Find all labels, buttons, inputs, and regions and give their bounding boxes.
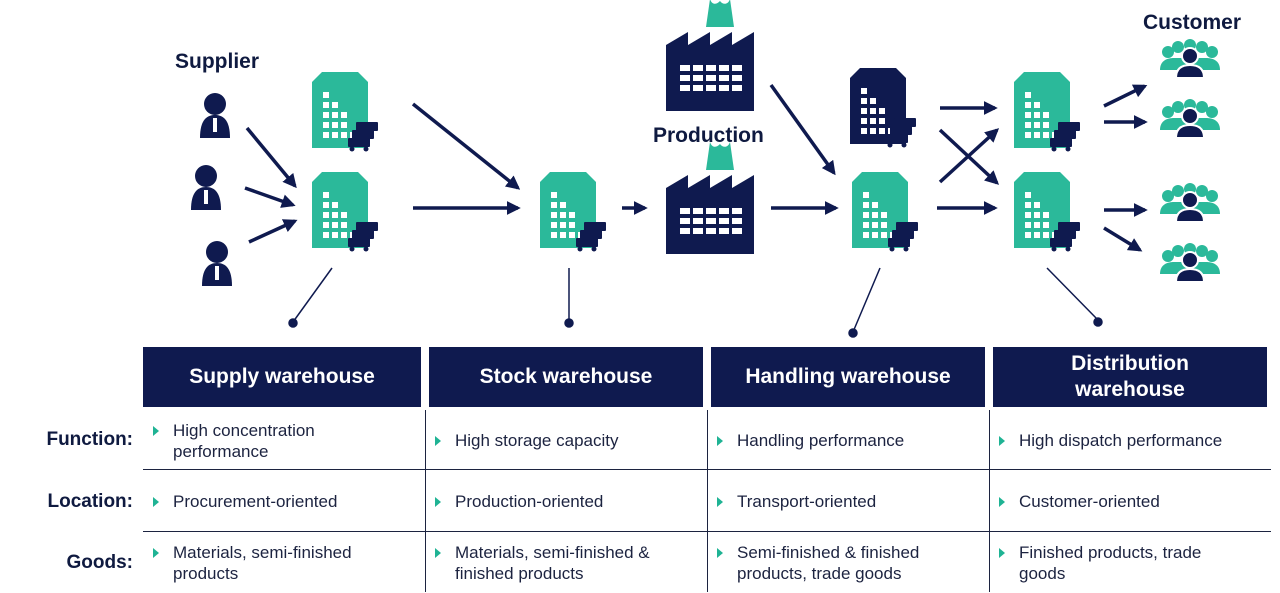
header-distribution-warehouse: Distribution warehouse (993, 347, 1267, 407)
supplier-person-icon (200, 93, 230, 138)
column-divider (707, 410, 708, 592)
row-label-function: Function: (46, 429, 133, 450)
column-divider (425, 410, 426, 592)
supply-warehouse-icon (312, 172, 378, 252)
row-label-goods: Goods: (66, 552, 134, 573)
distribution-warehouse-icon (1014, 72, 1080, 152)
row-label-location: Location: (47, 491, 134, 512)
customer-group-icon (1159, 242, 1221, 283)
goods-stock-cell: Materials, semi-finished & finished prod… (425, 542, 693, 584)
goods-supply-cell: Materials, semi-finished products (143, 542, 393, 584)
handling-warehouse-icon (850, 68, 916, 148)
function-stock-cell: High storage capacity (425, 430, 695, 451)
function-distribution-cell: High dispatch performance (989, 430, 1274, 451)
row-divider (143, 531, 1271, 532)
goods-handling-cell: Semi-finished & finished products, trade… (707, 542, 969, 584)
customer-group-icon (1159, 38, 1221, 79)
stock-warehouse-icon (540, 172, 606, 252)
flow-diagram (191, 0, 1221, 338)
supplier-person-icon (191, 165, 221, 210)
function-supply-cell: High concentration performance (143, 420, 373, 462)
supplier-label: Supplier (175, 50, 260, 73)
location-stock-cell: Production-oriented (425, 491, 695, 512)
goods-distribution-cell: Finished products, trade goods (989, 542, 1239, 584)
location-supply-cell: Procurement-oriented (143, 491, 413, 512)
handling-warehouse-icon (852, 172, 918, 252)
location-distribution-cell: Customer-oriented (989, 491, 1259, 512)
header-supply-warehouse: Supply warehouse (143, 347, 421, 407)
distribution-warehouse-icon (1014, 172, 1080, 252)
function-handling-cell: Handling performance (707, 430, 977, 451)
customer-group-icon (1159, 98, 1221, 139)
production-label: Production (653, 124, 764, 147)
supplier-person-icon (202, 241, 232, 286)
flow-arrows (244, 83, 1148, 252)
location-handling-cell: Transport-oriented (707, 491, 977, 512)
factory-icon (666, 142, 754, 254)
column-divider (989, 410, 990, 592)
header-stock-warehouse: Stock warehouse (429, 347, 703, 407)
header-handling-warehouse: Handling warehouse (711, 347, 985, 407)
customer-group-icon (1159, 182, 1221, 223)
factory-icon (666, 0, 754, 111)
customer-label: Customer (1143, 11, 1242, 34)
row-divider (143, 469, 1271, 470)
supply-warehouse-icon (312, 72, 378, 152)
pointer-lines (288, 267, 1103, 338)
